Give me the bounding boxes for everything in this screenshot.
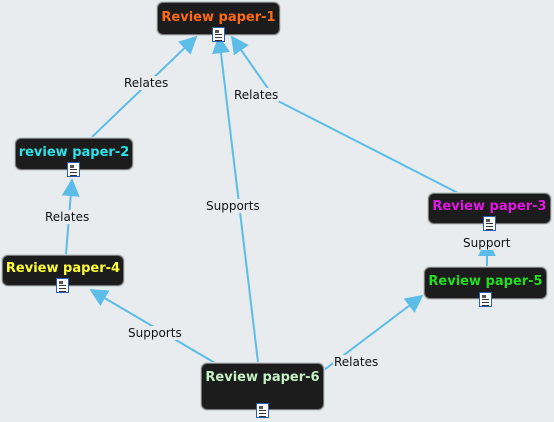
edge-label-paper6-paper4: Supports — [127, 326, 183, 340]
node-label: Review paper-1 — [161, 10, 276, 25]
node-label: Review paper-5 — [428, 274, 543, 289]
document-icon[interactable] — [483, 216, 496, 231]
node-review-paper-6[interactable]: Review paper-6 — [201, 363, 324, 418]
node-review-paper-2[interactable]: review paper-2 — [15, 138, 133, 177]
document-icon[interactable] — [56, 278, 69, 293]
node-review-paper-1[interactable]: Review paper-1 — [157, 2, 280, 42]
node-label: Review paper-6 — [205, 370, 320, 385]
edge-line-paper3-paper1[interactable] — [275, 99, 459, 194]
node-label: Review paper-3 — [432, 199, 547, 214]
node-review-paper-5[interactable]: Review paper-5 — [424, 267, 547, 307]
document-icon[interactable] — [256, 403, 269, 418]
document-icon[interactable] — [67, 162, 80, 177]
edge-label-paper4-paper2: Relates — [44, 210, 91, 224]
edge-label-paper3-paper1: Relates — [233, 88, 280, 102]
document-icon[interactable] — [479, 292, 492, 307]
document-icon[interactable] — [212, 27, 225, 42]
edge-label-paper6-paper5: Relates — [333, 355, 380, 369]
node-label: Review paper-4 — [5, 261, 121, 276]
node-review-paper-4[interactable]: Review paper-4 — [2, 255, 124, 293]
node-review-paper-3[interactable]: Review paper-3 — [428, 193, 551, 231]
node-label: review paper-2 — [18, 145, 130, 160]
edge-label-paper5-paper3: Support — [462, 236, 512, 250]
edge-label-paper6-paper1: Supports — [205, 199, 261, 213]
edge-label-paper2-paper1: Relates — [123, 76, 170, 90]
